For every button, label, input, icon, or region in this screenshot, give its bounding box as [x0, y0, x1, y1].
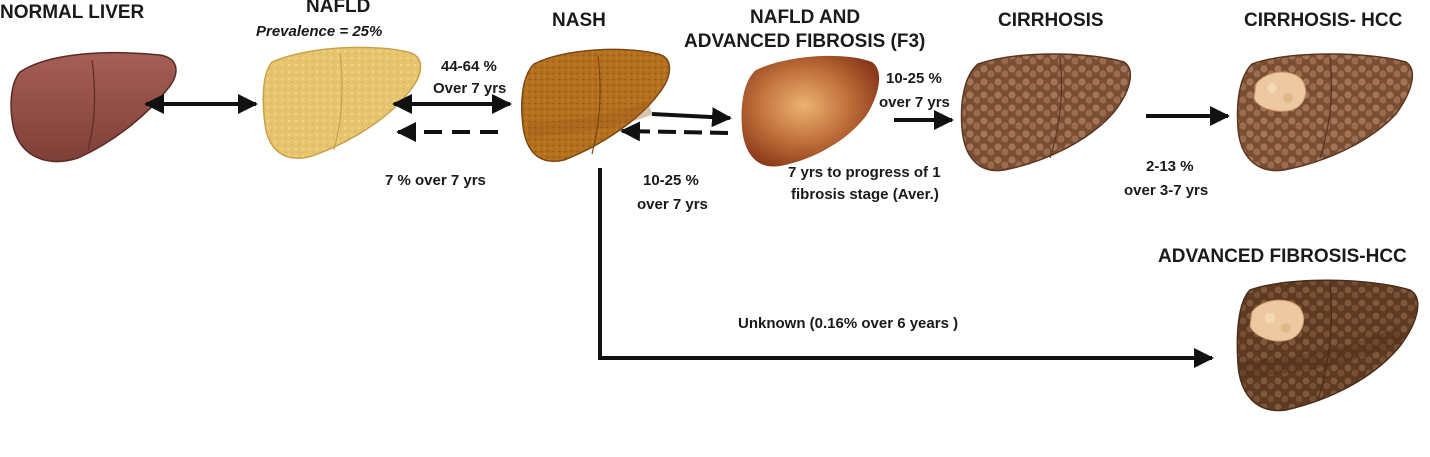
nafld-prevalence: Prevalence = 25% — [256, 23, 383, 40]
f3-title-line2: ADVANCED FIBROSIS (F3) — [684, 31, 926, 52]
f3-title-line1: NAFLD AND — [750, 7, 861, 28]
advanced-fibrosis-liver-image — [741, 55, 880, 167]
f3-cirrhosis-rate: 10-25 % — [886, 70, 942, 87]
nafld-title: NAFLD — [306, 0, 371, 17]
nash-to-fibrosis-hcc-arrow — [598, 168, 1214, 368]
normal-liver-image — [10, 51, 177, 163]
cirrhosis-hcc-rate: 2-13 % — [1146, 158, 1194, 175]
f3-progress-line2: fibrosis stage (Aver.) — [791, 186, 939, 203]
cirrhosis-hcc-liver-image — [1236, 53, 1414, 172]
nafld-nash-period: Over 7 yrs — [433, 80, 507, 97]
cirrhosis-title: CIRRHOSIS — [998, 10, 1104, 31]
nash-f3-rate: 10-25 % — [643, 172, 699, 189]
f3-nash-regression-arrow — [620, 121, 729, 142]
advanced-fibrosis-hcc-liver-image — [1236, 279, 1419, 412]
nash-f3-period: over 7 yrs — [637, 196, 708, 213]
nash-f3-forward-arrow — [651, 107, 732, 128]
cirrhosis-hcc-title: CIRRHOSIS- HCC — [1244, 10, 1403, 31]
nash-liver-image — [521, 48, 671, 162]
f3-progress-line1: 7 yrs to progress of 1 — [788, 164, 941, 181]
cirrhosis-hcc-period: over 3-7 yrs — [1124, 182, 1209, 199]
nash-nafld-regression-rate: 7 % over 7 yrs — [385, 172, 486, 189]
advanced-fibrosis-hcc-title: ADVANCED FIBROSIS-HCC — [1158, 246, 1407, 267]
nash-fibrosis-hcc-rate: Unknown (0.16% over 6 years ) — [738, 315, 959, 332]
nash-title: NASH — [552, 10, 606, 31]
normal-liver-title: NORMAL LIVER — [0, 2, 145, 23]
f3-cirrhosis-period: over 7 yrs — [879, 94, 950, 111]
cirrhosis-liver-image — [960, 53, 1132, 172]
nafld-nash-rate: 44-64 % — [441, 58, 497, 75]
nafld-liver-image — [262, 46, 422, 159]
